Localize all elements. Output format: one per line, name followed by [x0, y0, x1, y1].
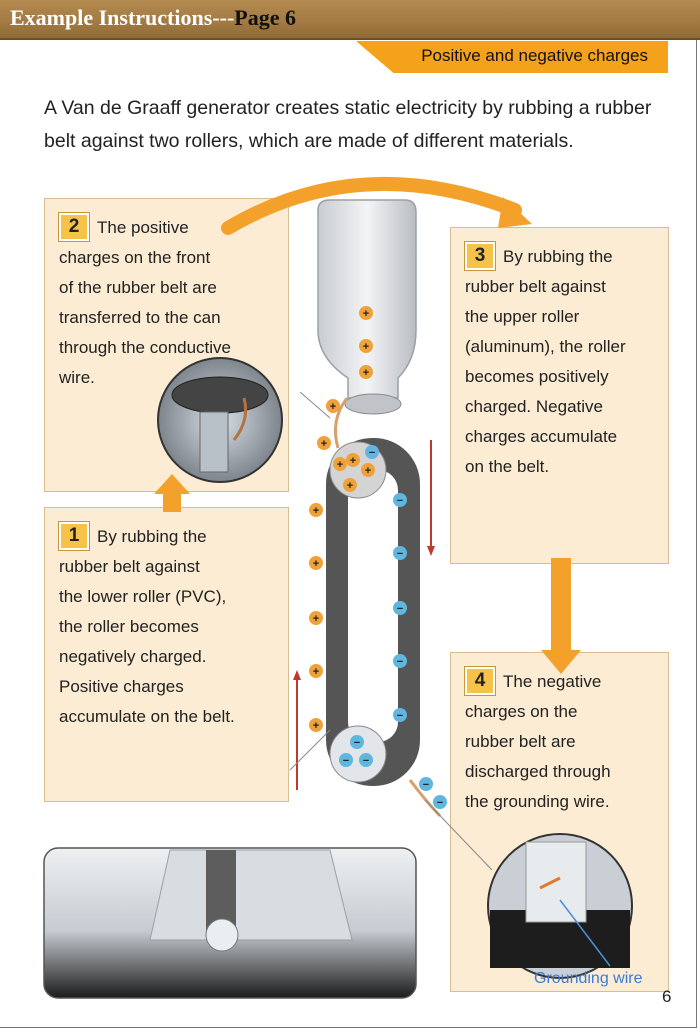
step-1-number: 1 — [58, 521, 90, 551]
positive-charge-symbol: + — [313, 720, 319, 732]
page-title: Example Instructions---Page 6 — [10, 5, 296, 31]
positive-charge-marker — [343, 478, 357, 492]
negative-charge-symbol: − — [423, 779, 429, 791]
down-arrow-shaft — [551, 558, 571, 650]
conductive-wire — [334, 397, 349, 449]
belt-inner — [348, 470, 398, 742]
step-3-text: By rubbing the rubber belt against the u… — [465, 247, 626, 476]
negative-charge-symbol: − — [369, 447, 375, 459]
positive-charge-symbol: + — [363, 341, 369, 353]
photo-ground-body — [525, 841, 587, 923]
negative-charge-marker — [419, 777, 433, 791]
positive-charge-symbol: + — [365, 465, 371, 477]
positive-charge-symbol: + — [330, 401, 336, 413]
photo-can-top — [171, 376, 269, 414]
negative-charge-symbol: − — [397, 710, 403, 722]
page-frame — [0, 40, 697, 1028]
photo-pointer-left — [289, 729, 331, 771]
negative-charge-marker — [359, 753, 373, 767]
ground-pointer-line — [424, 799, 493, 871]
positive-charge-symbol: + — [313, 613, 319, 625]
section-tab-label: Positive and negative charges — [421, 46, 648, 65]
negative-charge-symbol: − — [397, 495, 403, 507]
negative-charge-symbol: − — [397, 656, 403, 668]
intro-paragraph: A Van de Graaff generator creates static… — [44, 97, 652, 152]
positive-charge-symbol: + — [313, 558, 319, 570]
positive-charge-marker — [309, 503, 323, 517]
negative-charge-symbol: − — [343, 755, 349, 767]
photo-ground-wire — [539, 876, 561, 890]
step-4-text: The negative charges on the rubber belt … — [465, 672, 611, 811]
photo-pointer-top — [299, 391, 331, 419]
bottle-neck — [344, 393, 402, 415]
negative-charge-marker — [393, 601, 407, 615]
positive-charge-marker — [309, 718, 323, 732]
header-bar: Example Instructions---Page 6 — [0, 0, 700, 40]
positive-charge-marker — [333, 457, 347, 471]
positive-charge-marker — [326, 399, 340, 413]
photo-generator-roller — [205, 918, 239, 952]
up-arrow-shaft — [163, 492, 181, 512]
photo-ground-pointer — [559, 899, 611, 967]
positive-charge-symbol: + — [337, 459, 343, 471]
section-tab: Positive and negative charges — [356, 41, 668, 73]
belt-up-arrow-head — [293, 670, 301, 680]
positive-charge-symbol: + — [313, 505, 319, 517]
page-number: 6 — [662, 987, 672, 1006]
step-1-text: By rubbing the rubber belt against the l… — [59, 527, 235, 726]
down-arrow-head — [541, 650, 581, 674]
up-arrow-head — [154, 474, 190, 494]
positive-charge-marker — [309, 556, 323, 570]
step-2-text: The positive charges on the front of the… — [59, 218, 232, 387]
negative-charge-symbol: − — [397, 603, 403, 615]
positive-charge-marker — [317, 436, 331, 450]
positive-charge-symbol: + — [313, 666, 319, 678]
negative-charge-marker — [339, 753, 353, 767]
positive-charge-symbol: + — [347, 480, 353, 492]
negative-charge-marker — [350, 735, 364, 749]
negative-charge-marker — [393, 493, 407, 507]
negative-charge-symbol: − — [363, 755, 369, 767]
positive-charge-marker — [359, 339, 373, 353]
curved-arrow-head — [498, 197, 532, 228]
negative-charge-marker — [393, 708, 407, 722]
positive-charge-marker — [346, 453, 360, 467]
negative-charge-symbol: − — [437, 797, 443, 809]
grounding-wire-label: Grounding wire — [534, 970, 643, 987]
negative-charge-marker — [365, 445, 379, 459]
positive-charge-marker — [361, 463, 375, 477]
page-label: Page 6 — [234, 5, 296, 30]
negative-charge-symbol: − — [397, 548, 403, 560]
positive-charge-symbol: + — [350, 455, 356, 467]
step-3-number: 3 — [464, 241, 496, 271]
positive-charge-symbol: + — [363, 308, 369, 320]
belt-down-arrow-head — [427, 546, 435, 556]
photo-roller — [199, 411, 229, 473]
lower-roller — [329, 725, 387, 783]
positive-charge-marker — [309, 664, 323, 678]
curved-arrow — [221, 176, 522, 235]
positive-charge-marker — [359, 365, 373, 379]
negative-charge-marker — [393, 546, 407, 560]
step-4-number: 4 — [464, 666, 496, 696]
positive-charge-symbol: + — [363, 367, 369, 379]
photo-wire — [232, 397, 248, 441]
positive-charge-marker — [309, 611, 323, 625]
photo-generator-body — [149, 849, 353, 941]
positive-charge-symbol: + — [321, 438, 327, 450]
document-title: Example Instructions--- — [10, 5, 235, 30]
negative-charge-marker — [433, 795, 447, 809]
bottle — [317, 199, 417, 399]
step-2-number: 2 — [58, 212, 90, 242]
positive-charge-marker — [359, 306, 373, 320]
negative-charge-symbol: − — [354, 737, 360, 749]
negative-charge-marker — [393, 654, 407, 668]
